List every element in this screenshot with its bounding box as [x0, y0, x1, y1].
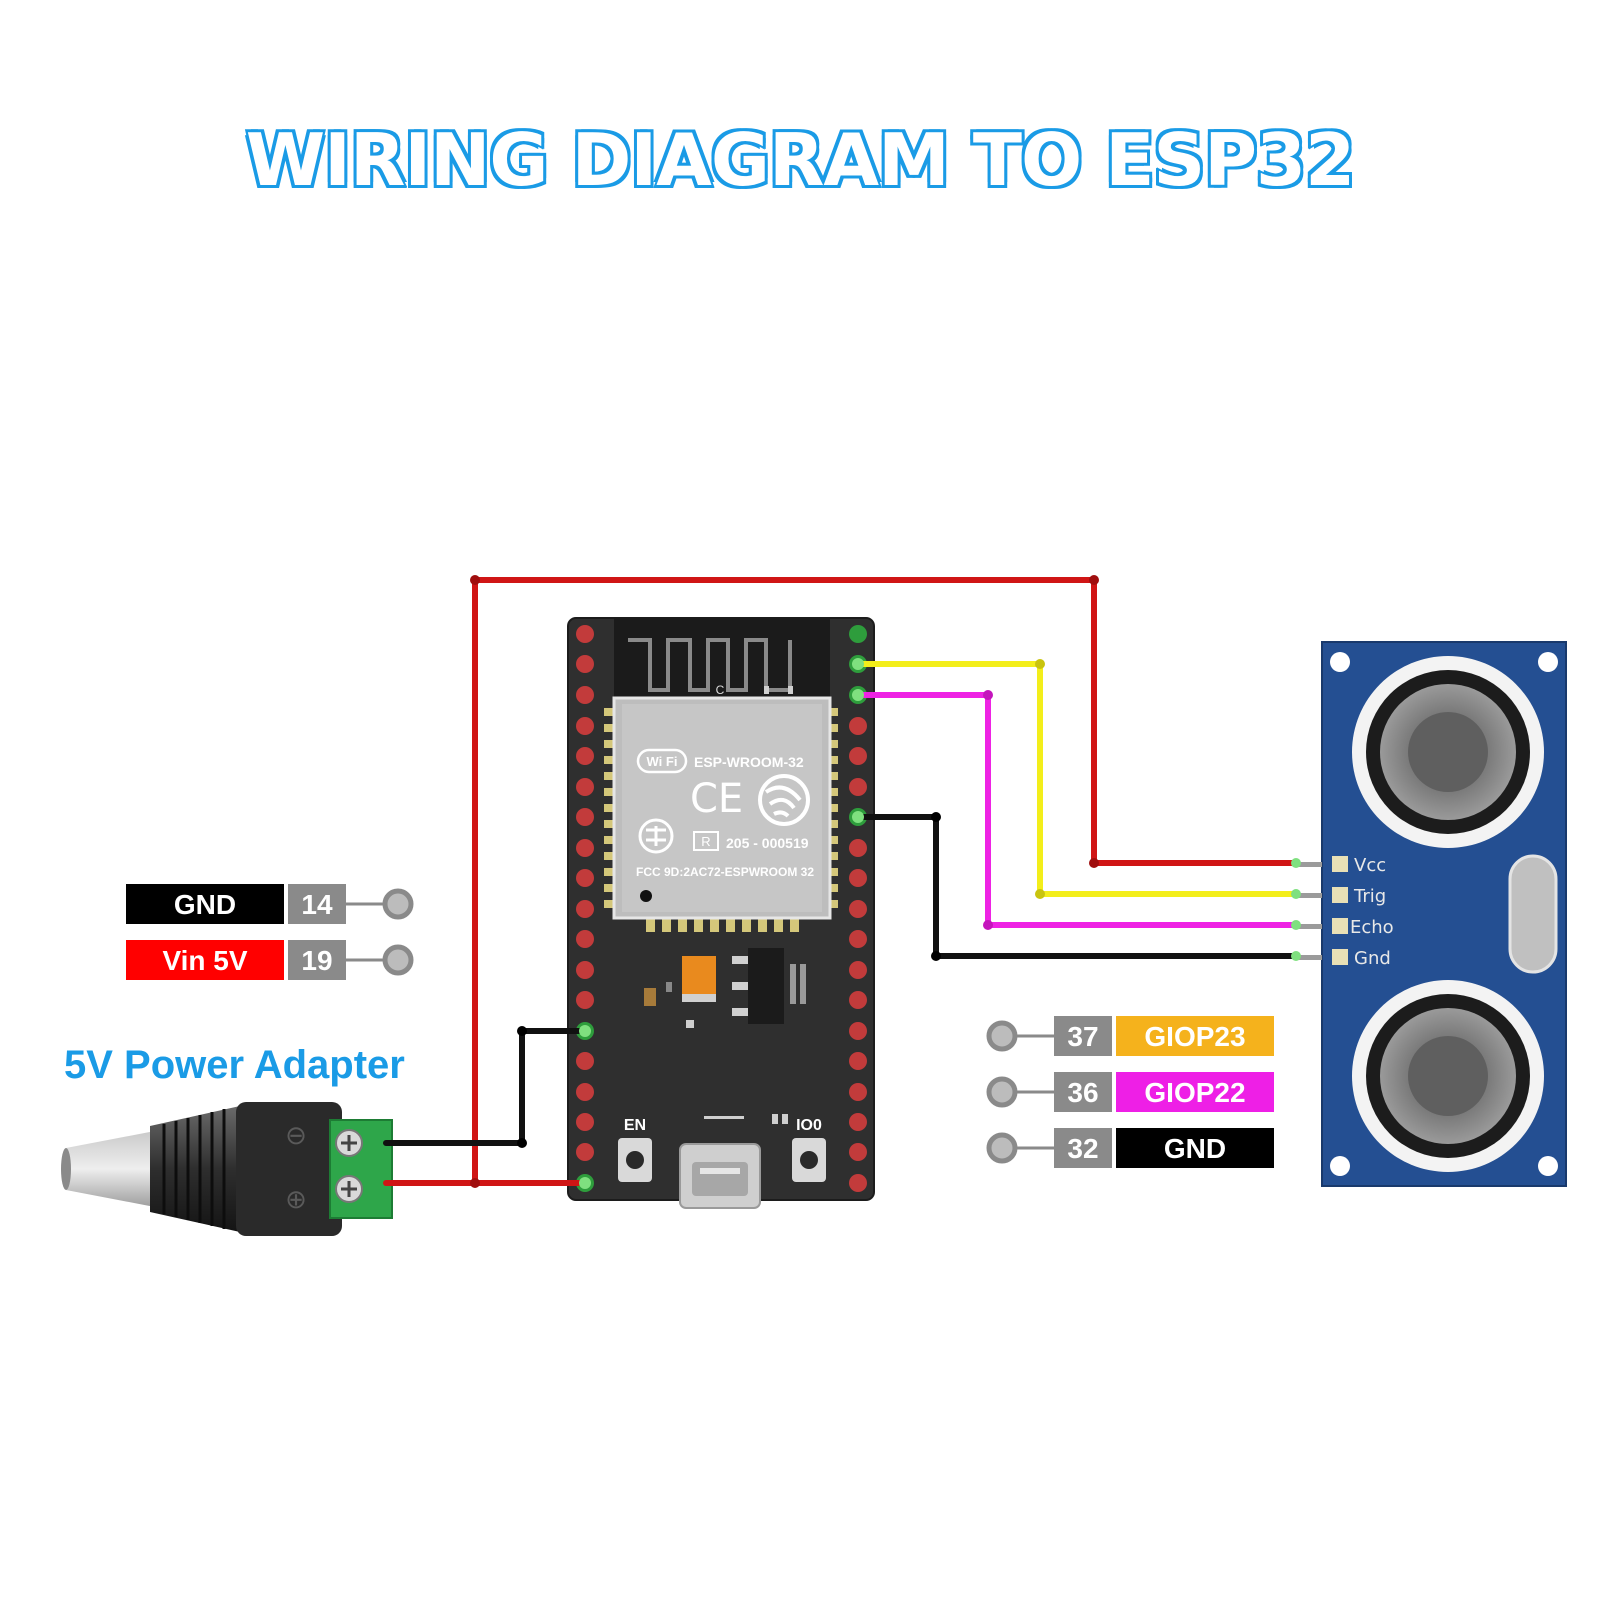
- esp32-board: C Wi: [567, 617, 875, 1209]
- wire-junctions: [470, 575, 1099, 1188]
- dc-power-jack: ⊖ ⊕: [61, 1102, 393, 1236]
- ce-mark-icon: CE: [690, 776, 743, 822]
- diagram-title: WIRING DIAGRAM TO ESP32: [244, 116, 1358, 204]
- pin1-dot: [640, 890, 652, 902]
- transducer-bottom: [1352, 980, 1544, 1172]
- fcc-text: FCC 9D:2AC72-ESPWROOM 32: [636, 865, 814, 879]
- legend-row-vin: Vin 5V 19: [126, 940, 414, 980]
- led-strip: [704, 1116, 744, 1119]
- svg-text:Wi Fi: Wi Fi: [647, 754, 678, 769]
- legend-pin-19: 19: [301, 945, 332, 976]
- legend-name-gnd: GND: [174, 889, 236, 920]
- transducer-top: [1352, 656, 1544, 848]
- left-legend: GND 14 Vin 5V 19: [126, 884, 414, 980]
- legend-row-giop23: 37 GIOP23: [986, 1016, 1274, 1056]
- tantalum-capacitor: [682, 956, 716, 998]
- antenna-label: C: [716, 683, 725, 697]
- wire-sensor-gnd-black: [855, 814, 1299, 959]
- antenna-trace: [628, 638, 792, 692]
- jack-housing: [236, 1102, 342, 1236]
- cert-r: R: [701, 834, 710, 849]
- legend-pin-14: 14: [301, 889, 333, 920]
- module-side-pins: [604, 708, 838, 932]
- certification-mark-icon: [638, 818, 674, 854]
- cert-number: 205 - 000519: [726, 835, 809, 851]
- power-adapter-label: 5V Power Adapter: [64, 1043, 405, 1087]
- crystal-oscillator: [1508, 854, 1558, 974]
- io0-label: IO0: [796, 1117, 822, 1134]
- espressif-logo-icon: [758, 774, 810, 826]
- legend-pin-36: 36: [1067, 1077, 1098, 1108]
- legend-row-gnd: GND 14: [126, 884, 414, 924]
- legend-name-giop23: GIOP23: [1144, 1021, 1245, 1052]
- minus-symbol-icon: ⊖: [285, 1120, 307, 1150]
- sensor-pin-trig: Trig: [1353, 886, 1386, 907]
- wire-echo-magenta: [855, 692, 1299, 928]
- sensor-pin-echo: Echo: [1350, 917, 1394, 938]
- ultrasonic-sensor: Vcc Trig Echo Gnd: [1296, 641, 1567, 1187]
- wire-adapter-gnd-black: [383, 1028, 588, 1146]
- sensor-pin-vcc: Vcc: [1354, 855, 1386, 876]
- wifi-logo-icon: Wi Fi: [636, 748, 688, 774]
- cert-r-box: [693, 831, 719, 851]
- legend-row-gnd-right: 32 GND: [986, 1128, 1274, 1168]
- left-header-pins: [576, 625, 594, 1192]
- legend-row-giop22: 36 GIOP22: [986, 1072, 1274, 1112]
- terminal-block: [329, 1119, 393, 1219]
- voltage-regulator: [748, 948, 784, 1024]
- smd-resistor: [644, 988, 656, 1006]
- legend-pin-37: 37: [1067, 1021, 1098, 1052]
- legend-name-vin: Vin 5V: [162, 945, 247, 976]
- en-label: EN: [624, 1117, 646, 1134]
- legend-name-gnd-right: GND: [1164, 1133, 1226, 1164]
- right-header-pins: [849, 625, 867, 1192]
- sensor-pin-gnd: Gnd: [1354, 948, 1391, 969]
- jack-ribbed-body: [150, 1106, 240, 1232]
- legend-name-giop22: GIOP22: [1144, 1077, 1245, 1108]
- legend-pin-32: 32: [1067, 1133, 1098, 1164]
- plus-symbol-icon: ⊕: [285, 1184, 307, 1214]
- module-name: ESP-WROOM-32: [694, 754, 804, 770]
- jack-tip: [66, 1130, 160, 1208]
- right-legend: 37 GIOP23 36 GIOP22 32 GND: [986, 1016, 1274, 1168]
- wire-trig-yellow: [855, 661, 1299, 897]
- micro-usb-port[interactable]: [679, 1143, 761, 1209]
